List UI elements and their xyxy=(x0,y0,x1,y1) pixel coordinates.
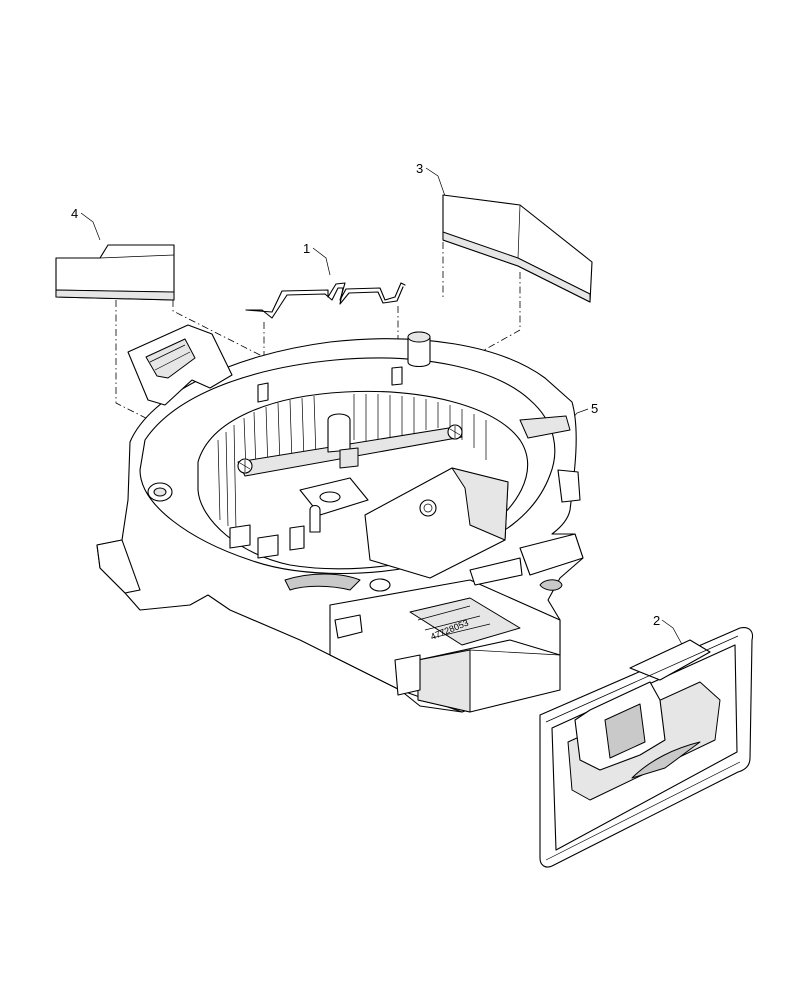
callout-4: 4 xyxy=(71,206,101,241)
callout-2-label: 2 xyxy=(653,613,660,628)
callout-1-label: 1 xyxy=(303,241,310,256)
callout-3-leader xyxy=(425,167,446,197)
callout-4-leader xyxy=(80,212,101,241)
callout-2: 2 xyxy=(653,613,685,649)
part-4-seal xyxy=(55,244,175,301)
callout-3-label: 3 xyxy=(416,161,423,176)
callout-1-leader xyxy=(312,247,331,276)
callout-3: 3 xyxy=(416,161,446,197)
callout-5-label: 5 xyxy=(591,401,598,416)
callout-4-label: 4 xyxy=(71,206,78,221)
part-1-spring-clip xyxy=(245,282,406,319)
part-5-housing: 47728053 xyxy=(96,324,584,713)
part-2-duct-adapter xyxy=(539,627,754,868)
callout-1: 1 xyxy=(303,241,331,276)
part-3-seal xyxy=(442,194,593,303)
callout-2-leader xyxy=(661,619,685,649)
